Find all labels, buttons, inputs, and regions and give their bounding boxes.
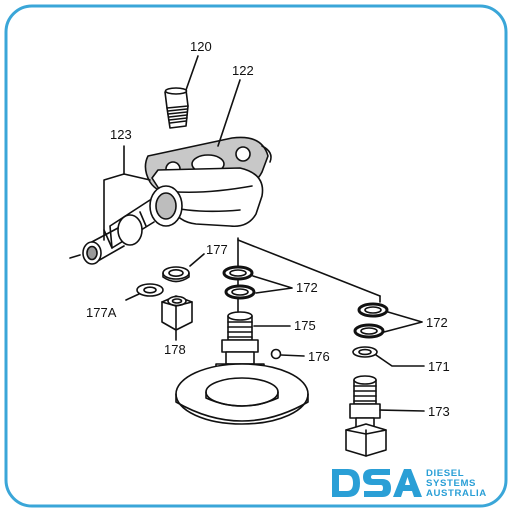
- leader-173: [379, 409, 425, 412]
- label-175: 175: [294, 318, 316, 333]
- leader-176: [280, 354, 305, 357]
- label-173: 173: [428, 404, 450, 419]
- leader-172-right: [383, 311, 423, 333]
- part-171-washer: [352, 346, 378, 358]
- label-172-right: 172: [426, 315, 448, 330]
- part-120-bolt: [164, 87, 189, 129]
- label-172-center: 172: [296, 280, 318, 295]
- leader-120: [185, 55, 199, 91]
- frame-border: [4, 4, 508, 508]
- label-176: 176: [308, 349, 330, 364]
- part-172-rings-center: [222, 265, 256, 300]
- dsa-logo-mark: [332, 469, 422, 497]
- leader-122: [217, 79, 241, 147]
- brand-line-diesel: DIESEL: [426, 468, 465, 479]
- part-178-nut: [161, 295, 193, 331]
- part-177-washer: [162, 266, 190, 283]
- axis-line-right: [237, 239, 381, 297]
- part-173-fitting: [345, 375, 387, 457]
- leader-177a: [125, 293, 140, 301]
- dsa-brand-logo: DIESEL SYSTEMS AUSTRALIA: [330, 466, 506, 500]
- dsa-brand-text: DIESEL SYSTEMS AUSTRALIA: [426, 469, 487, 499]
- leader-123: [103, 145, 125, 241]
- part-172-rings-right: [353, 302, 389, 339]
- label-177: 177: [206, 242, 228, 257]
- label-178: 178: [164, 342, 186, 357]
- leader-172-center: [252, 275, 293, 294]
- part-176-ball: [270, 348, 282, 360]
- label-122: 122: [232, 63, 254, 78]
- leader-171: [375, 354, 425, 367]
- leader-177: [189, 253, 205, 267]
- part-177a-washer: [136, 283, 164, 297]
- brand-line-systems: SYSTEMS: [426, 478, 477, 489]
- label-171: 171: [428, 359, 450, 374]
- part-123-housing: [82, 167, 264, 265]
- label-177a: 177A: [86, 305, 117, 320]
- brand-line-australia: AUSTRALIA: [426, 488, 487, 499]
- disc-plate: [175, 363, 309, 425]
- label-123: 123: [110, 127, 132, 142]
- label-120: 120: [190, 39, 212, 54]
